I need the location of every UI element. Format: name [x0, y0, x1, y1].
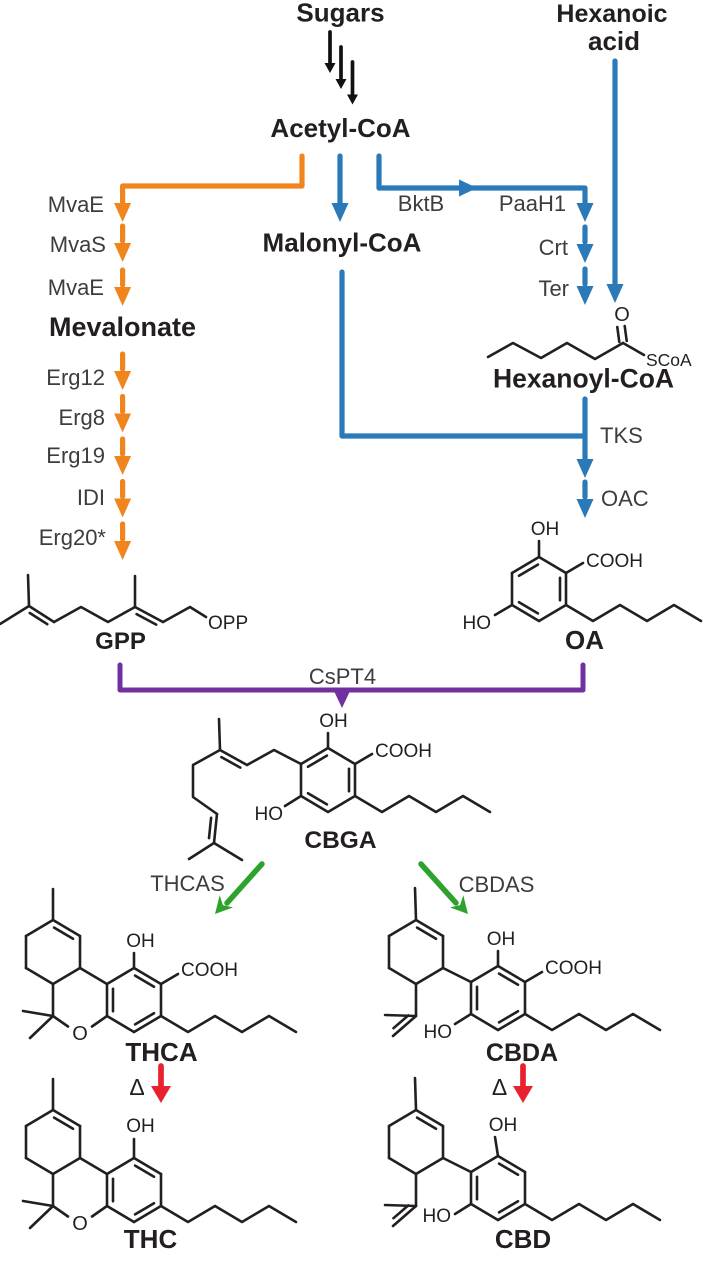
svg-text:Δ: Δ: [129, 1074, 144, 1100]
svg-text:Erg8: Erg8: [59, 405, 105, 430]
svg-text:HO: HO: [463, 613, 492, 634]
svg-text:OH: OH: [487, 929, 516, 950]
svg-text:THCAS: THCAS: [150, 871, 225, 896]
svg-text:HO: HO: [424, 1022, 453, 1043]
svg-text:OH: OH: [489, 1115, 518, 1136]
svg-text:OH: OH: [126, 931, 155, 952]
svg-text:COOH: COOH: [181, 960, 238, 981]
svg-text:acid: acid: [588, 26, 640, 56]
svg-text:GPP: GPP: [95, 628, 146, 655]
svg-text:O: O: [614, 304, 630, 326]
svg-text:Malonyl-CoA: Malonyl-CoA: [263, 228, 422, 258]
svg-text:Sugars: Sugars: [296, 0, 384, 28]
svg-text:Hexanoic: Hexanoic: [556, 0, 667, 28]
svg-text:OA: OA: [565, 625, 604, 655]
svg-text:OH: OH: [126, 1116, 155, 1137]
svg-text:CBGA: CBGA: [304, 827, 376, 854]
svg-text:Acetyl-CoA: Acetyl-CoA: [270, 113, 410, 143]
svg-text:COOH: COOH: [545, 958, 602, 979]
svg-text:THC: THC: [124, 1224, 178, 1254]
svg-text:CBD: CBD: [495, 1224, 551, 1254]
svg-text:COOH: COOH: [375, 741, 432, 762]
svg-text:SCoA: SCoA: [646, 350, 692, 370]
svg-text:MvaS: MvaS: [50, 232, 106, 257]
svg-text:THCA: THCA: [125, 1037, 197, 1067]
svg-text:BktB: BktB: [398, 191, 444, 216]
svg-text:MvaE: MvaE: [48, 275, 104, 300]
svg-text:OH: OH: [531, 519, 560, 540]
svg-text:HO: HO: [255, 804, 284, 825]
svg-text:COOH: COOH: [586, 551, 643, 572]
svg-text:PaaH1: PaaH1: [499, 191, 566, 216]
svg-text:Δ: Δ: [492, 1074, 507, 1100]
svg-text:OPP: OPP: [208, 613, 248, 634]
svg-text:Crt: Crt: [539, 235, 568, 260]
svg-text:O: O: [72, 1213, 88, 1235]
svg-text:CsPT4: CsPT4: [309, 664, 376, 689]
svg-text:Hexanoyl-CoA: Hexanoyl-CoA: [493, 364, 674, 394]
svg-text:Mevalonate: Mevalonate: [49, 312, 196, 342]
svg-text:O: O: [72, 1023, 88, 1045]
svg-text:MvaE: MvaE: [48, 192, 104, 217]
svg-text:CBDA: CBDA: [486, 1039, 558, 1067]
svg-text:OAC: OAC: [601, 486, 649, 511]
svg-text:OH: OH: [319, 711, 348, 732]
svg-text:TKS: TKS: [600, 423, 643, 448]
svg-text:Erg12: Erg12: [46, 365, 105, 390]
svg-text:Erg20*: Erg20*: [39, 525, 107, 550]
svg-text:IDI: IDI: [77, 485, 105, 510]
svg-text:HO: HO: [423, 1206, 452, 1227]
svg-text:CBDAS: CBDAS: [459, 872, 535, 897]
svg-text:Erg19: Erg19: [46, 443, 105, 468]
svg-text:Ter: Ter: [538, 276, 569, 301]
